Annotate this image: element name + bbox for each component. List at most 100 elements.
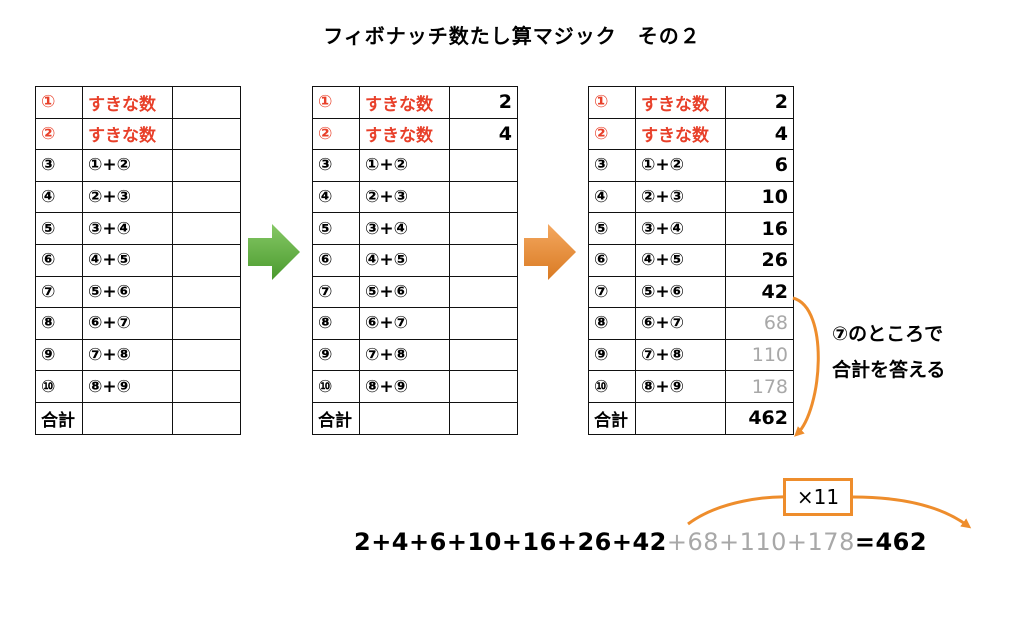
row-formula: ⑤+⑥ — [635, 275, 726, 309]
row-value: 26 — [725, 243, 794, 277]
row-value — [449, 275, 518, 309]
row-number: ⑦ — [312, 275, 360, 309]
row-number: ⑥ — [35, 243, 83, 277]
row-value: 110 — [725, 338, 794, 372]
row-formula — [359, 401, 450, 435]
row-value: 2 — [725, 86, 794, 119]
row-value — [172, 149, 241, 182]
row-formula: ⑥+⑦ — [82, 307, 173, 340]
row-value: 4 — [725, 117, 794, 151]
row-number: ① — [35, 86, 83, 119]
row-formula: ⑦+⑧ — [359, 338, 450, 372]
row-value — [172, 180, 241, 214]
note-line-1: ⑦のところで — [832, 323, 944, 345]
row-formula — [635, 401, 726, 435]
row-formula — [82, 401, 173, 435]
row-value — [449, 149, 518, 182]
row-formula: すきな数 — [635, 117, 726, 151]
row-formula: ②+③ — [359, 180, 450, 214]
row-value — [172, 401, 241, 435]
row-value: 68 — [725, 307, 794, 340]
row-number: ⑩ — [588, 370, 636, 403]
row-number: ④ — [312, 180, 360, 214]
equation-main: 2+4+6+10+16+26+42 — [354, 528, 667, 556]
row-value — [449, 243, 518, 277]
row-value: 16 — [725, 212, 794, 245]
row-formula: ⑧+⑨ — [359, 370, 450, 403]
row-number: ⑧ — [312, 307, 360, 340]
row-formula: ⑧+⑨ — [82, 370, 173, 403]
curve-arrow-total — [792, 296, 820, 437]
row-value: 462 — [725, 401, 794, 435]
row-formula: ④+⑤ — [359, 243, 450, 277]
row-number: ⑤ — [588, 212, 636, 245]
row-formula: ③+④ — [82, 212, 173, 245]
row-value — [449, 401, 518, 435]
row-value — [172, 86, 241, 119]
row-value — [172, 117, 241, 151]
row-formula: ①+② — [359, 149, 450, 182]
row-number: ⑧ — [588, 307, 636, 340]
row-value — [449, 307, 518, 340]
row-number: ⑨ — [588, 338, 636, 372]
row-number: ① — [588, 86, 636, 119]
page-title: フィボナッチ数たし算マジック その２ — [323, 24, 701, 48]
row-value: 42 — [725, 275, 794, 309]
row-number: ④ — [588, 180, 636, 214]
row-number: ① — [312, 86, 360, 119]
multiplier-box: ×11 — [783, 478, 853, 516]
row-formula: ⑥+⑦ — [359, 307, 450, 340]
row-formula: ②+③ — [82, 180, 173, 214]
row-number: ④ — [35, 180, 83, 214]
row-value — [172, 370, 241, 403]
table-row: 合計 — [312, 401, 518, 435]
green-arrow-icon — [248, 224, 300, 280]
row-formula: ①+② — [82, 149, 173, 182]
row-formula: すきな数 — [635, 86, 726, 119]
row-value — [449, 212, 518, 245]
equation-result: =462 — [854, 528, 928, 556]
row-formula: ②+③ — [635, 180, 726, 214]
row-number: ③ — [588, 149, 636, 182]
row-value: 6 — [725, 149, 794, 182]
row-formula: ⑥+⑦ — [635, 307, 726, 340]
row-value — [172, 275, 241, 309]
equation-grey-part: +68+110+178 — [666, 528, 855, 556]
row-formula: ⑤+⑥ — [359, 275, 450, 309]
row-formula: ⑦+⑧ — [635, 338, 726, 372]
row-value — [449, 180, 518, 214]
row-formula: すきな数 — [359, 117, 450, 151]
row-value — [449, 370, 518, 403]
row-formula: ③+④ — [359, 212, 450, 245]
instruction-note: ⑦のところで 合計を答える — [832, 316, 945, 388]
row-value — [449, 338, 518, 372]
note-line-2: 合計を答える — [832, 359, 946, 381]
row-formula: ①+② — [635, 149, 726, 182]
